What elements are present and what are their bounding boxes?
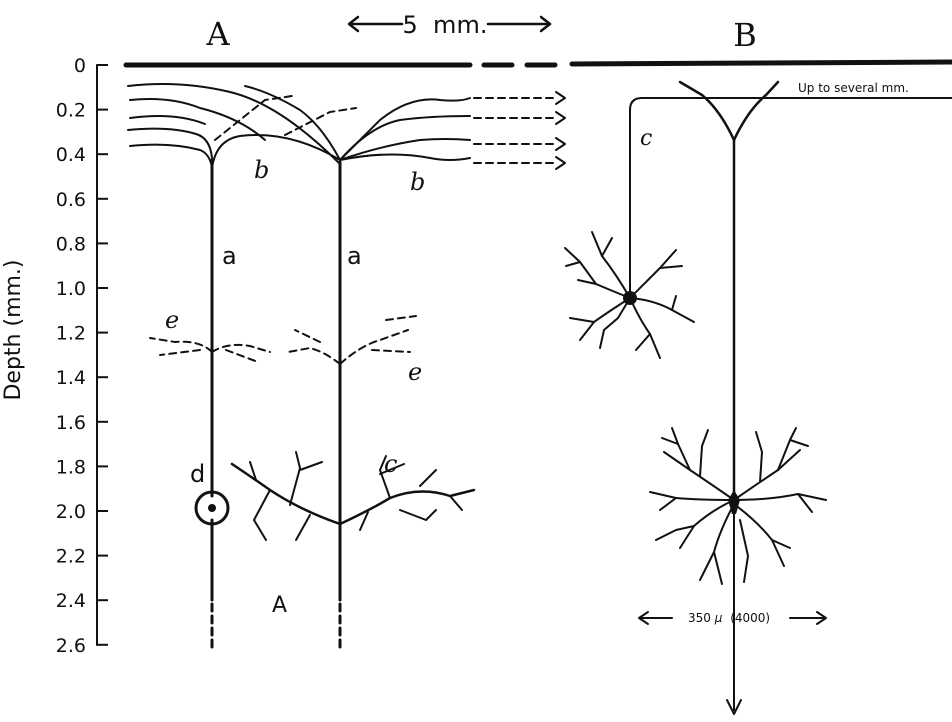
- depth-tick-label: 1.2: [56, 323, 86, 345]
- depth-tick-label: 2.4: [56, 590, 86, 612]
- depth-tick-label: 1.6: [56, 412, 86, 434]
- cortex-surface-line: [126, 62, 952, 65]
- label-e-right: e: [408, 358, 422, 386]
- panel-b-title: B: [733, 16, 757, 54]
- scale-bar: 5 mm.: [349, 11, 550, 39]
- depth-tick-label: 0.2: [56, 100, 86, 122]
- depth-tick-label: 2.6: [56, 635, 86, 657]
- label-a-right: a: [347, 242, 362, 270]
- depth-tick-label: 1.0: [56, 278, 86, 300]
- depth-axis-ticks: 0 0.2 0.4 0.6 0.8 1.0 1.2 1.4 1.6 1.8 2.0 2.2 2.4 2.6: [56, 55, 108, 657]
- label-a-bottom: A: [272, 593, 287, 618]
- label-e-left: e: [165, 306, 179, 334]
- panel-a-title: A: [205, 15, 230, 53]
- label-b-left: b: [254, 156, 269, 184]
- label-a-left: a: [222, 242, 237, 270]
- label-up-to-several-mm: Up to several mm.: [798, 81, 909, 95]
- depth-axis: 0 0.2 0.4 0.6 0.8 1.0 1.2 1.4 1.6 1.8 2.0 2.2 2.4 2.6…: [1, 55, 108, 657]
- depth-tick-label: 2.0: [56, 501, 86, 523]
- label-c-a: c: [384, 450, 397, 478]
- depth-tick-label: 0.8: [56, 233, 86, 255]
- label-c-b: c: [640, 126, 652, 151]
- depth-tick-label: 0.6: [56, 189, 86, 211]
- label-b-right: b: [410, 168, 425, 196]
- depth-tick-label: 0.4: [56, 144, 86, 166]
- panel-a-fibres: [128, 84, 565, 650]
- depth-axis-label: Depth (mm.): [1, 259, 26, 400]
- label-width-value: 350 μ (4000): [688, 611, 770, 625]
- depth-tick-label: 1.4: [56, 367, 86, 389]
- label-d: d: [190, 460, 205, 488]
- depth-tick-label: 0: [74, 55, 86, 77]
- depth-tick-label: 1.8: [56, 456, 86, 478]
- depth-tick-label: 2.2: [56, 546, 86, 568]
- scale-bar-label: 5 mm.: [403, 11, 488, 39]
